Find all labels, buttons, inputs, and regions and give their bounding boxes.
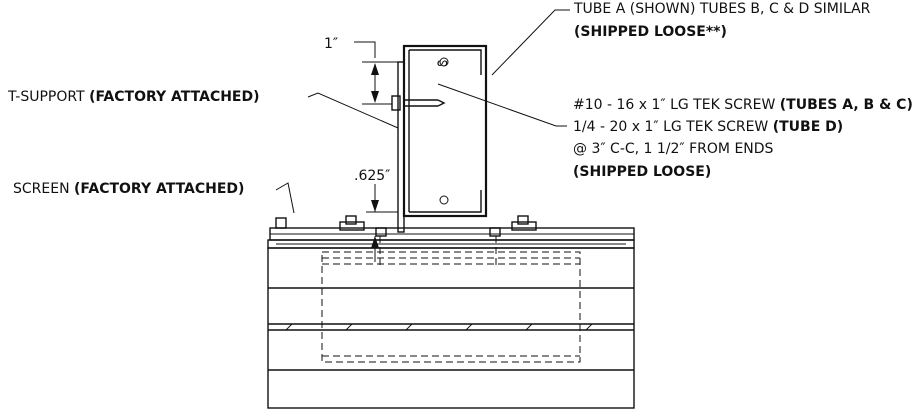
hatch-marks xyxy=(285,323,593,331)
left-bolt-head xyxy=(275,217,287,229)
tube-top-lip xyxy=(409,49,482,75)
screw-line2: 1/4 - 20 x 1″ LG TEK SCREW (TUBE D) xyxy=(573,119,843,135)
screw-line4: (SHIPPED LOOSE) xyxy=(573,164,711,180)
t-support-plate xyxy=(397,61,405,233)
tube-hole-bottom xyxy=(439,195,449,205)
screw-tip xyxy=(437,99,446,107)
bolt-left xyxy=(375,227,387,237)
tube-label-line2: (SHIPPED LOOSE**) xyxy=(574,24,727,40)
screw-line1-bold: (TUBES A, B & C) xyxy=(780,97,913,113)
screen-leader xyxy=(275,182,295,214)
dim-bottom-arrow xyxy=(371,200,379,212)
tube-hook-top: ᔕ xyxy=(437,55,448,69)
t-support xyxy=(391,61,446,233)
clamp-left xyxy=(339,221,365,231)
tube-outer xyxy=(402,44,488,218)
dim-top-label: 1″ xyxy=(324,36,338,52)
dim-top-leader xyxy=(354,41,376,58)
screw-line3: @ 3″ C-C, 1 1/2″ FROM ENDS xyxy=(573,141,774,157)
base-body xyxy=(267,247,635,409)
screen-label: SCREEN (FACTORY ATTACHED) xyxy=(13,181,244,197)
dim-bottom-label: .625″ xyxy=(354,168,390,184)
clamp-right-nut xyxy=(517,215,529,225)
bolt-right xyxy=(489,227,501,237)
dimension-marks xyxy=(362,61,398,262)
leader-lines xyxy=(275,9,570,214)
clamp-right xyxy=(511,221,537,231)
t-support-label: T-SUPPORT (FACTORY ATTACHED) xyxy=(7,89,260,105)
t-support-bold: (FACTORY ATTACHED) xyxy=(89,89,259,105)
hidden-outline xyxy=(321,251,581,363)
tube-hole-top xyxy=(439,57,449,67)
dim-bottom-arrow2 xyxy=(371,236,379,248)
tube-label-line1: TUBE A (SHOWN) TUBES B, C & D SIMILAR xyxy=(573,1,871,17)
tube-bottom-lip xyxy=(409,190,482,213)
dim-top-arrow-up xyxy=(371,63,379,75)
screw-line1-text: #10 - 16 x 1″ LG TEK SCREW xyxy=(573,97,780,113)
screen-text: SCREEN xyxy=(13,181,74,197)
t-support-leader xyxy=(307,92,399,129)
tube-leader xyxy=(491,9,570,76)
dim-top-arrow-down xyxy=(371,91,379,103)
clamp-left-nut xyxy=(345,215,357,225)
screw-line1: #10 - 16 x 1″ LG TEK SCREW (TUBES A, B &… xyxy=(573,97,913,113)
screw-leader xyxy=(437,83,567,127)
screw-line2-text: 1/4 - 20 x 1″ LG TEK SCREW xyxy=(573,119,773,135)
screen-assembly xyxy=(267,215,635,409)
screen-bold: (FACTORY ATTACHED) xyxy=(74,181,244,197)
screw-line2-bold: (TUBE D) xyxy=(773,119,843,135)
tube-a: ᔕ xyxy=(402,44,488,218)
screw-head xyxy=(391,95,401,111)
t-support-text: T-SUPPORT xyxy=(7,89,89,105)
